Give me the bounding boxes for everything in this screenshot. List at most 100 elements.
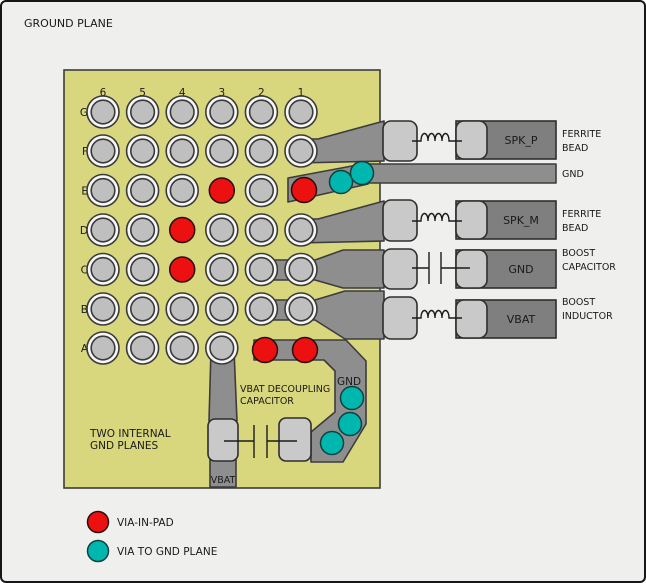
component-pad (455, 249, 488, 289)
via-to-gnd-plane (328, 169, 354, 195)
note-ferrite-bead-1a: FERRITE (562, 129, 601, 140)
via-in-pad (251, 336, 279, 364)
block-label-gnd: GND (508, 263, 533, 276)
row-label-A: A (81, 343, 89, 355)
row-label-E: E (81, 185, 88, 197)
pad-G2 (248, 99, 274, 125)
label-vbat-trace: VBAT (211, 475, 236, 486)
label-hook-gnd: GND (337, 376, 361, 388)
pad-E5 (130, 177, 156, 204)
legend-via-in-pad-icon (86, 510, 110, 534)
via-in-pad-E3 (208, 177, 236, 204)
pad-D3 (209, 217, 235, 243)
pad-C3 (209, 256, 235, 283)
via-to-gnd-plane (337, 411, 363, 437)
column-label-2: 2 (258, 87, 265, 99)
column-label-3: 3 (218, 87, 225, 99)
pad-B3 (209, 296, 235, 322)
label-gnd-bar: GND (562, 169, 584, 180)
column-label-5: 5 (139, 87, 146, 99)
row-label-G: G (80, 107, 88, 119)
note-ferrite-bead-2a: FERRITE (562, 209, 601, 220)
pad-E4 (169, 177, 195, 204)
pad-F5 (130, 138, 156, 164)
pad-C1 (288, 256, 314, 283)
row-label-F: F (82, 146, 88, 158)
component-pad (455, 200, 488, 240)
block-label-spk-p: SPK_P (505, 134, 538, 147)
pad-G4 (169, 99, 195, 125)
inductor-symbol (412, 212, 462, 222)
via-to-gnd-plane (319, 430, 345, 456)
pad-F6 (90, 138, 116, 164)
legend-via-to-gnd-label: VIA TO GND PLANE (117, 546, 217, 558)
note-internal-planes-a: TWO INTERNAL (89, 428, 171, 440)
pad-C5 (130, 256, 156, 283)
via-to-gnd-plane (349, 160, 375, 186)
pad-C2 (248, 256, 274, 283)
pad-C6 (90, 256, 116, 283)
capacitor-symbol (412, 252, 470, 284)
note-vbat-decoupling-b: CAPACITOR (240, 396, 294, 407)
pad-E6 (90, 177, 116, 204)
pad-B6 (90, 296, 116, 322)
column-label-6: 6 (100, 87, 107, 99)
pad-F1 (288, 138, 314, 164)
component-pad (207, 418, 239, 462)
row-label-B: B (81, 304, 88, 316)
column-label-4: 4 (179, 87, 186, 99)
column-label-1: 1 (298, 87, 305, 99)
inductor-symbol (412, 309, 462, 319)
legend-via-to-gnd-icon (86, 539, 110, 563)
note-ferrite-bead-2b: BEAD (562, 223, 588, 234)
pad-E2 (248, 177, 274, 204)
pad-B4 (169, 296, 195, 322)
via-in-pad-D4 (168, 216, 196, 244)
pad-B2 (248, 296, 274, 322)
note-boost-inductor-b: INDUCTOR (562, 311, 613, 322)
note-ferrite-bead-1b: BEAD (562, 143, 588, 154)
via-in-pad (290, 176, 318, 204)
pad-F2 (248, 138, 274, 164)
pad-A3 (209, 335, 235, 361)
component-pad (278, 417, 312, 462)
pad-B1 (288, 296, 314, 322)
component-pad (382, 296, 418, 340)
pad-D6 (90, 217, 116, 243)
component-pad (455, 299, 488, 339)
note-boost-inductor-a: BOOST (562, 297, 595, 308)
pad-G6 (90, 99, 116, 125)
note-boost-capacitor-b: CAPACITOR (562, 262, 616, 273)
via-in-pad-C4 (168, 256, 196, 283)
row-label-D: D (80, 225, 88, 237)
pad-G1 (288, 99, 314, 125)
component-pad (382, 120, 418, 162)
pad-A5 (130, 335, 156, 361)
block-label-vbat: VBAT (507, 313, 536, 326)
via-to-gnd-plane (339, 385, 365, 411)
component-pad (382, 248, 418, 290)
trace-gnd-bar (363, 163, 557, 184)
pad-A6 (90, 335, 116, 361)
pad-D2 (248, 217, 274, 243)
inductor-symbol (412, 132, 462, 142)
via-in-pad (291, 336, 319, 364)
pad-F4 (169, 138, 195, 164)
component-pad (455, 120, 488, 160)
trace-vbat-bottom (209, 457, 237, 488)
capacitor-symbol (224, 425, 297, 458)
pad-A4 (169, 335, 195, 361)
note-internal-planes-b: GND PLANES (90, 440, 159, 452)
note-vbat-decoupling-a: VBAT DECOUPLING (240, 384, 330, 395)
page-title: GROUND PLANE (24, 17, 113, 30)
pad-G3 (209, 99, 235, 125)
pad-B5 (130, 296, 156, 322)
pad-F3 (209, 138, 235, 164)
legend-via-in-pad-label: VIA-IN-PAD (117, 517, 174, 529)
pad-G5 (130, 99, 156, 125)
block-label-spk-m: SPK_M (503, 214, 539, 227)
pad-D5 (130, 217, 156, 243)
